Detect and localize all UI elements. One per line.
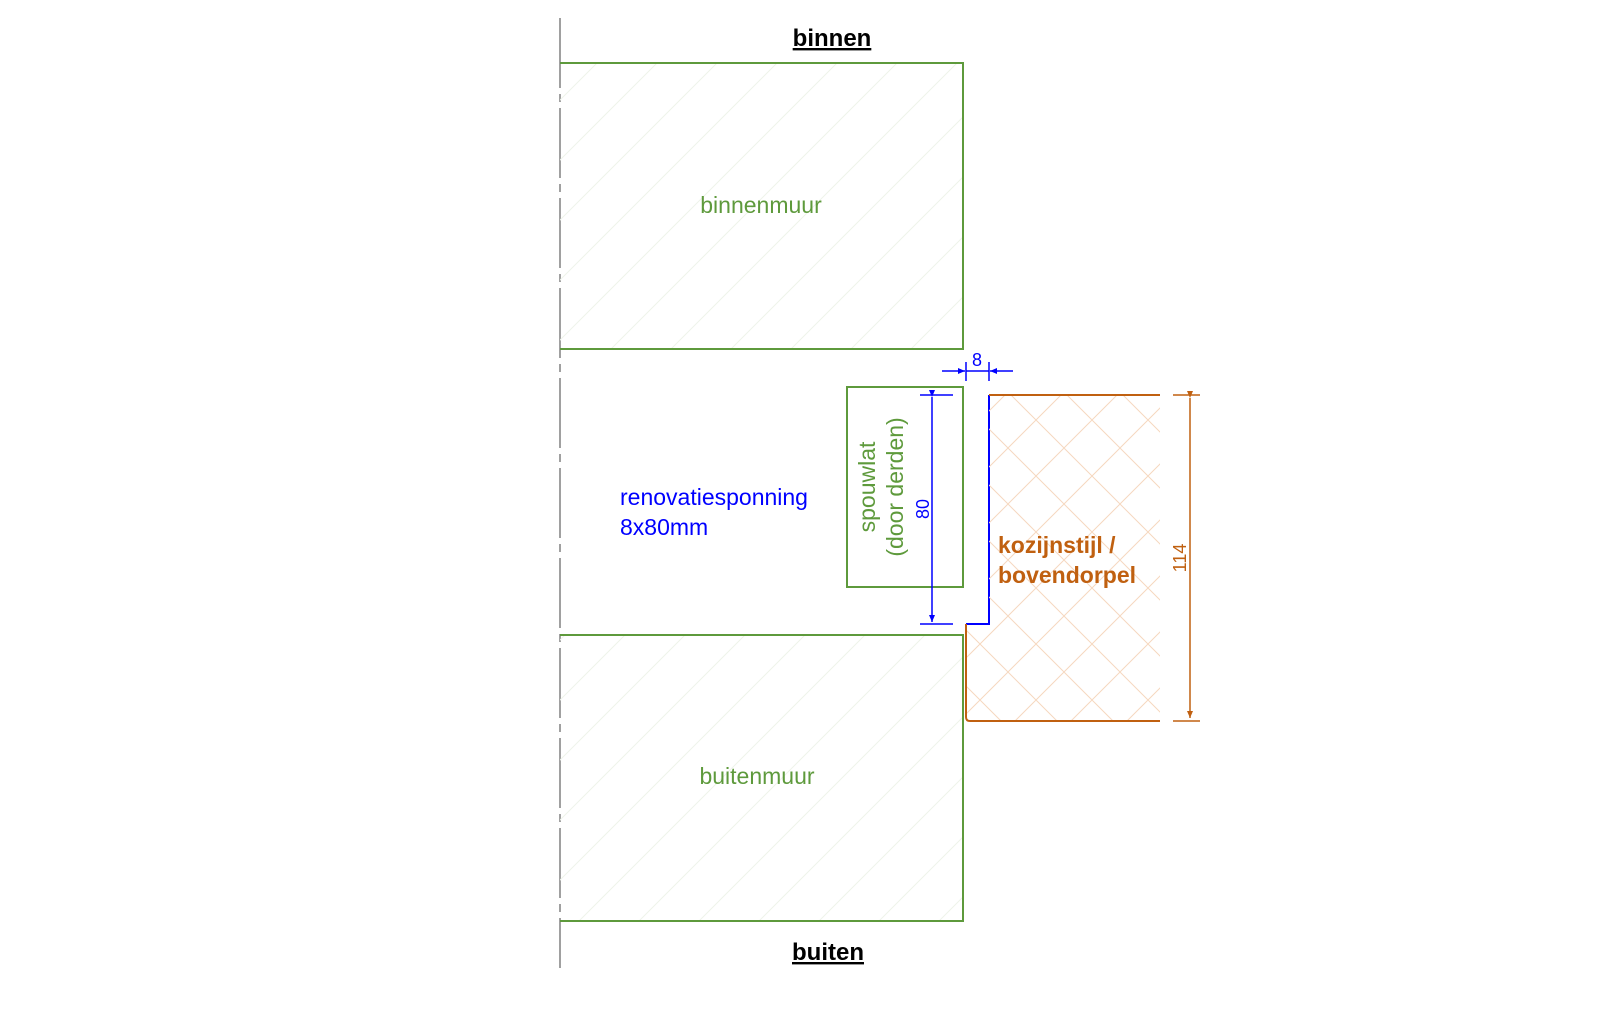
- rebate-height-dimension: 80: [913, 390, 953, 625]
- outer-wall-label: buitenmuur: [699, 763, 814, 789]
- cavity-batten-label-line1: spouwlat: [854, 441, 880, 532]
- frame-label-line2: bovendorpel: [998, 562, 1136, 588]
- frame-height-dimension: 114: [1170, 391, 1200, 722]
- outside-label: buiten: [792, 939, 864, 966]
- outer-wall: buitenmuur: [560, 634, 964, 922]
- cavity-batten: spouwlat (door derden): [846, 386, 964, 588]
- rebate-profile-line: [966, 395, 990, 625]
- rebate-height-value: 80: [913, 499, 933, 519]
- frame-label-line1: kozijnstijl /: [998, 532, 1116, 558]
- inner-wall-label: binnenmuur: [700, 192, 822, 218]
- rebate-label-line2: 8x80mm: [620, 514, 708, 540]
- rebate-depth-value: 8: [972, 350, 982, 370]
- inside-label: binnen: [793, 25, 872, 52]
- inner-wall: binnenmuur: [560, 62, 964, 350]
- frame-height-value: 114: [1170, 544, 1190, 573]
- rebate-depth-dimension: 8: [942, 350, 1013, 381]
- rebate-label-line1: renovatiesponning: [620, 484, 808, 510]
- window-frame: kozijnstijl / bovendorpel: [965, 394, 1160, 722]
- cavity-batten-label-line2: (door derden): [882, 417, 908, 556]
